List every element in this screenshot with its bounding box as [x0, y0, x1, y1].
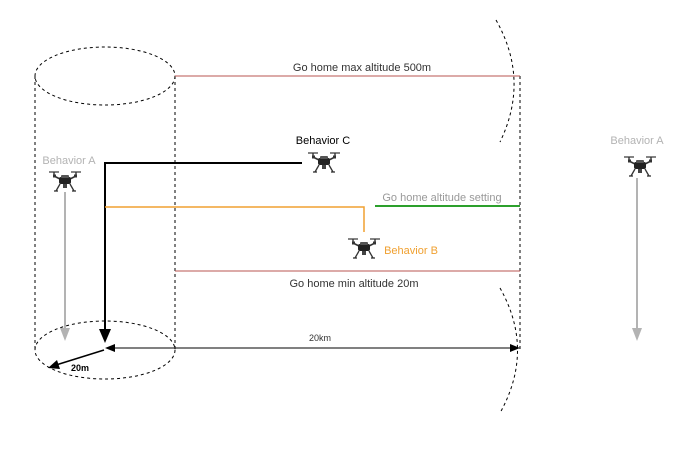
radius-arrow [48, 349, 105, 369]
altitude-setting-label: Go home altitude setting [382, 192, 501, 204]
drone-icon [347, 238, 381, 259]
behavior-a-left-label: Behavior A [42, 155, 96, 167]
radius-label: 20m [71, 363, 89, 373]
behavior-a-right-label: Behavior A [610, 135, 664, 147]
boundary-arc-top [495, 19, 515, 143]
min-altitude-label: Go home min altitude 20m [289, 278, 418, 290]
path-behavior-b [105, 206, 365, 232]
drone-icon [307, 152, 341, 173]
max-altitude-label: Go home max altitude 500m [293, 62, 431, 74]
drone-icon [48, 171, 82, 192]
behavior-c-label: Behavior C [296, 135, 350, 147]
path-behavior-c [99, 162, 302, 343]
path-behavior-a-right [632, 178, 642, 341]
boundary-20km [495, 19, 521, 414]
cylinder-top [34, 46, 176, 106]
boundary-arc-bottom [499, 287, 518, 414]
drone-icon [623, 156, 657, 177]
distance-arrow [105, 344, 520, 352]
path-behavior-a-left [60, 192, 70, 341]
distance-label: 20km [309, 333, 331, 343]
behavior-b-label: Behavior B [384, 245, 438, 257]
